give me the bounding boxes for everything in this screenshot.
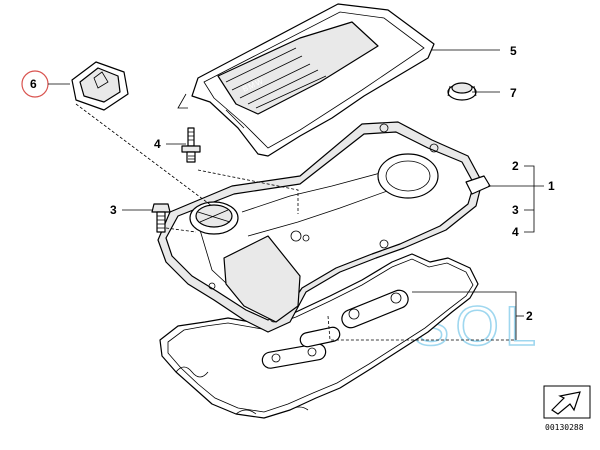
leader-2-bottom	[412, 291, 517, 340]
callout-7: 7	[510, 86, 517, 100]
callout-1: 1	[548, 179, 555, 193]
callout-5: 5	[510, 44, 517, 58]
cylinder-head-cover	[157, 121, 491, 333]
callout-2-top: 2	[512, 159, 519, 173]
callout-6: 6	[30, 77, 37, 91]
callout-2-bottom: 2	[526, 309, 533, 323]
callout-4-right: 4	[512, 225, 519, 239]
rubber-grommet	[447, 82, 477, 101]
hex-bolt	[151, 203, 171, 233]
guide-line-stud	[197, 169, 299, 214]
plug-well-seal-1	[261, 343, 327, 369]
guide-line-plug	[75, 103, 213, 207]
plug-well-seal-2	[299, 326, 341, 348]
callout-3-left: 3	[110, 203, 117, 217]
guide-line-bolt	[165, 227, 197, 233]
reference-number: 00130288	[545, 423, 584, 432]
callout-4-left: 4	[154, 137, 161, 151]
bracket-2-3-4	[524, 165, 535, 233]
plug-well-seal-3	[341, 289, 409, 329]
stud-bolt	[181, 127, 201, 163]
arrow-direction-icon	[543, 385, 591, 419]
callout-3-right: 3	[512, 203, 519, 217]
sealing-plug	[71, 61, 129, 111]
engine-cover: BMW	[177, 3, 435, 157]
